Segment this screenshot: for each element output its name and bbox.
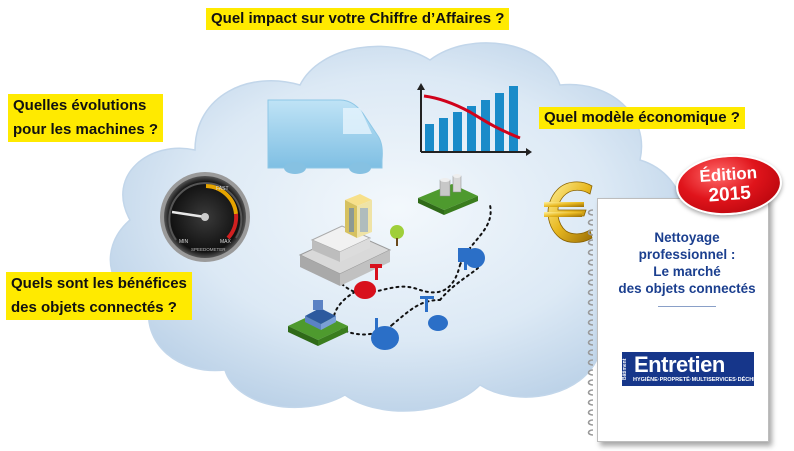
bar-chart-icon [417, 83, 532, 156]
speedometer-fast-label: FAST [216, 186, 229, 192]
question-machines-line1: Quelles évolutions [13, 97, 147, 114]
report-title-line2: Le marché [653, 264, 721, 279]
logo-side-text: Bâtiment [622, 358, 628, 380]
speedometer-max-label: MAX [220, 239, 232, 245]
question-model-label: Quel modèle économique ? [539, 107, 745, 129]
question-machines-line2: pour les machines ? [13, 121, 159, 138]
logo-tagline: HYGIÈNE·PROPRETÉ·MULTISERVICES·DÉCHETS [633, 377, 764, 383]
question-benefits-label: Quels sont les bénéfices des objets conn… [6, 272, 192, 320]
speedometer-min-label: MIN [179, 239, 189, 245]
entretien-logo: Bâtiment Entretien HYGIÈNE·PROPRETÉ·MULT… [622, 352, 764, 386]
question-benefits-line1: Quels sont les bénéfices [11, 275, 187, 292]
report-title-line3: des objets connectés [618, 281, 756, 296]
city-icon [288, 174, 492, 350]
speedometer-caption: SPEEDOMETER [191, 247, 226, 252]
question-machines-label: Quelles évolutions pour les machines ? [8, 94, 164, 142]
question-benefits-line2: des objets connectés ? [11, 299, 177, 316]
question-impact-text: Quel impact sur votre Chiffre d’Affaires… [211, 10, 505, 27]
report-title-line1: Nettoyage professionnel : [638, 230, 736, 262]
report-title: Nettoyage professionnel : Le marché des … [612, 229, 762, 297]
speedometer-icon: FAST MIN MAX SPEEDOMETER [160, 172, 250, 262]
book-spiral [587, 209, 594, 436]
logo-brand-text: Entretien [634, 352, 725, 377]
report-divider [658, 306, 716, 307]
report-cover: Nettoyage professionnel : Le marché des … [597, 198, 769, 442]
question-impact-label: Quel impact sur votre Chiffre d’Affaires… [206, 8, 510, 30]
van-icon [267, 99, 383, 174]
question-model-text: Quel modèle économique ? [544, 109, 740, 126]
